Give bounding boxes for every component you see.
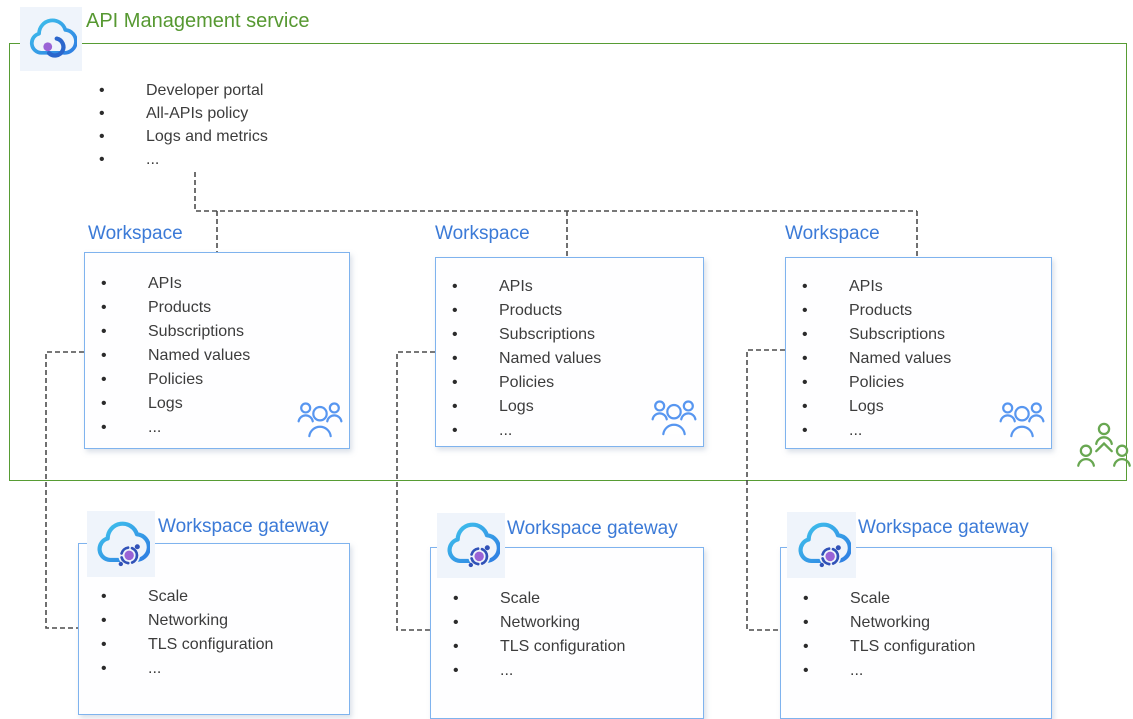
list-item: Networking [451, 611, 625, 635]
list-item: Products [450, 299, 601, 323]
list-item: Policies [800, 371, 951, 395]
list-item: TLS configuration [99, 633, 273, 657]
workspace-2-list: APIs Products Subscriptions Named values… [450, 275, 601, 443]
gateway-3-title: Workspace gateway [858, 517, 1029, 538]
list-item: Subscriptions [800, 323, 951, 347]
list-item: All-APIs policy [97, 102, 268, 125]
list-item: ... [451, 659, 625, 683]
list-item: ... [99, 416, 250, 440]
people-icon [651, 395, 697, 437]
list-item: APIs [450, 275, 601, 299]
workspace-2-title: Workspace [435, 223, 530, 244]
list-item: Subscriptions [99, 320, 250, 344]
people-icon [297, 397, 343, 439]
list-item: Networking [99, 609, 273, 633]
workspace-3-list: APIs Products Subscriptions Named values… [800, 275, 951, 443]
list-item: Scale [451, 587, 625, 611]
list-item: Products [99, 296, 250, 320]
list-item: ... [99, 657, 273, 681]
gateway-2-title: Workspace gateway [507, 518, 678, 539]
list-item: APIs [800, 275, 951, 299]
api-management-service-box [9, 43, 1127, 481]
workspace-1-title: Workspace [88, 223, 183, 244]
gateway-cloud-icon [87, 511, 155, 577]
gateway-cloud-icon [437, 513, 505, 578]
people-icon [999, 397, 1045, 439]
list-item: Logs [99, 392, 250, 416]
list-item: ... [800, 419, 951, 443]
apim-cloud-icon [20, 7, 82, 71]
list-item: Named values [99, 344, 250, 368]
list-item: Named values [450, 347, 601, 371]
workspace-3-title: Workspace [785, 223, 880, 244]
list-item: Scale [801, 587, 975, 611]
workspace-2-box: APIs Products Subscriptions Named values… [435, 257, 704, 447]
list-item: ... [97, 148, 268, 171]
list-item: Networking [801, 611, 975, 635]
gateway-cloud-icon [787, 512, 856, 578]
list-item: Logs and metrics [97, 125, 268, 148]
workspace-1-box: APIs Products Subscriptions Named values… [84, 252, 350, 449]
list-item: Scale [99, 585, 273, 609]
list-item: APIs [99, 272, 250, 296]
service-feature-list: Developer portal All-APIs policy Logs an… [97, 79, 268, 171]
list-item: Named values [800, 347, 951, 371]
list-item: Logs [800, 395, 951, 419]
list-item: Policies [450, 371, 601, 395]
list-item: Subscriptions [450, 323, 601, 347]
workspace-1-list: APIs Products Subscriptions Named values… [99, 272, 250, 440]
gateway-2-list: Scale Networking TLS configuration ... [451, 587, 625, 683]
org-people-icon [1076, 420, 1132, 472]
workspace-3-box: APIs Products Subscriptions Named values… [785, 257, 1052, 449]
list-item: ... [450, 419, 601, 443]
gateway-1-title: Workspace gateway [158, 516, 329, 537]
list-item: Developer portal [97, 79, 268, 102]
list-item: Logs [450, 395, 601, 419]
list-item: TLS configuration [451, 635, 625, 659]
list-item: ... [801, 659, 975, 683]
list-item: Policies [99, 368, 250, 392]
service-title: API Management service [86, 10, 310, 32]
gateway-3-list: Scale Networking TLS configuration ... [801, 587, 975, 683]
gateway-1-list: Scale Networking TLS configuration ... [99, 585, 273, 681]
list-item: TLS configuration [801, 635, 975, 659]
list-item: Products [800, 299, 951, 323]
